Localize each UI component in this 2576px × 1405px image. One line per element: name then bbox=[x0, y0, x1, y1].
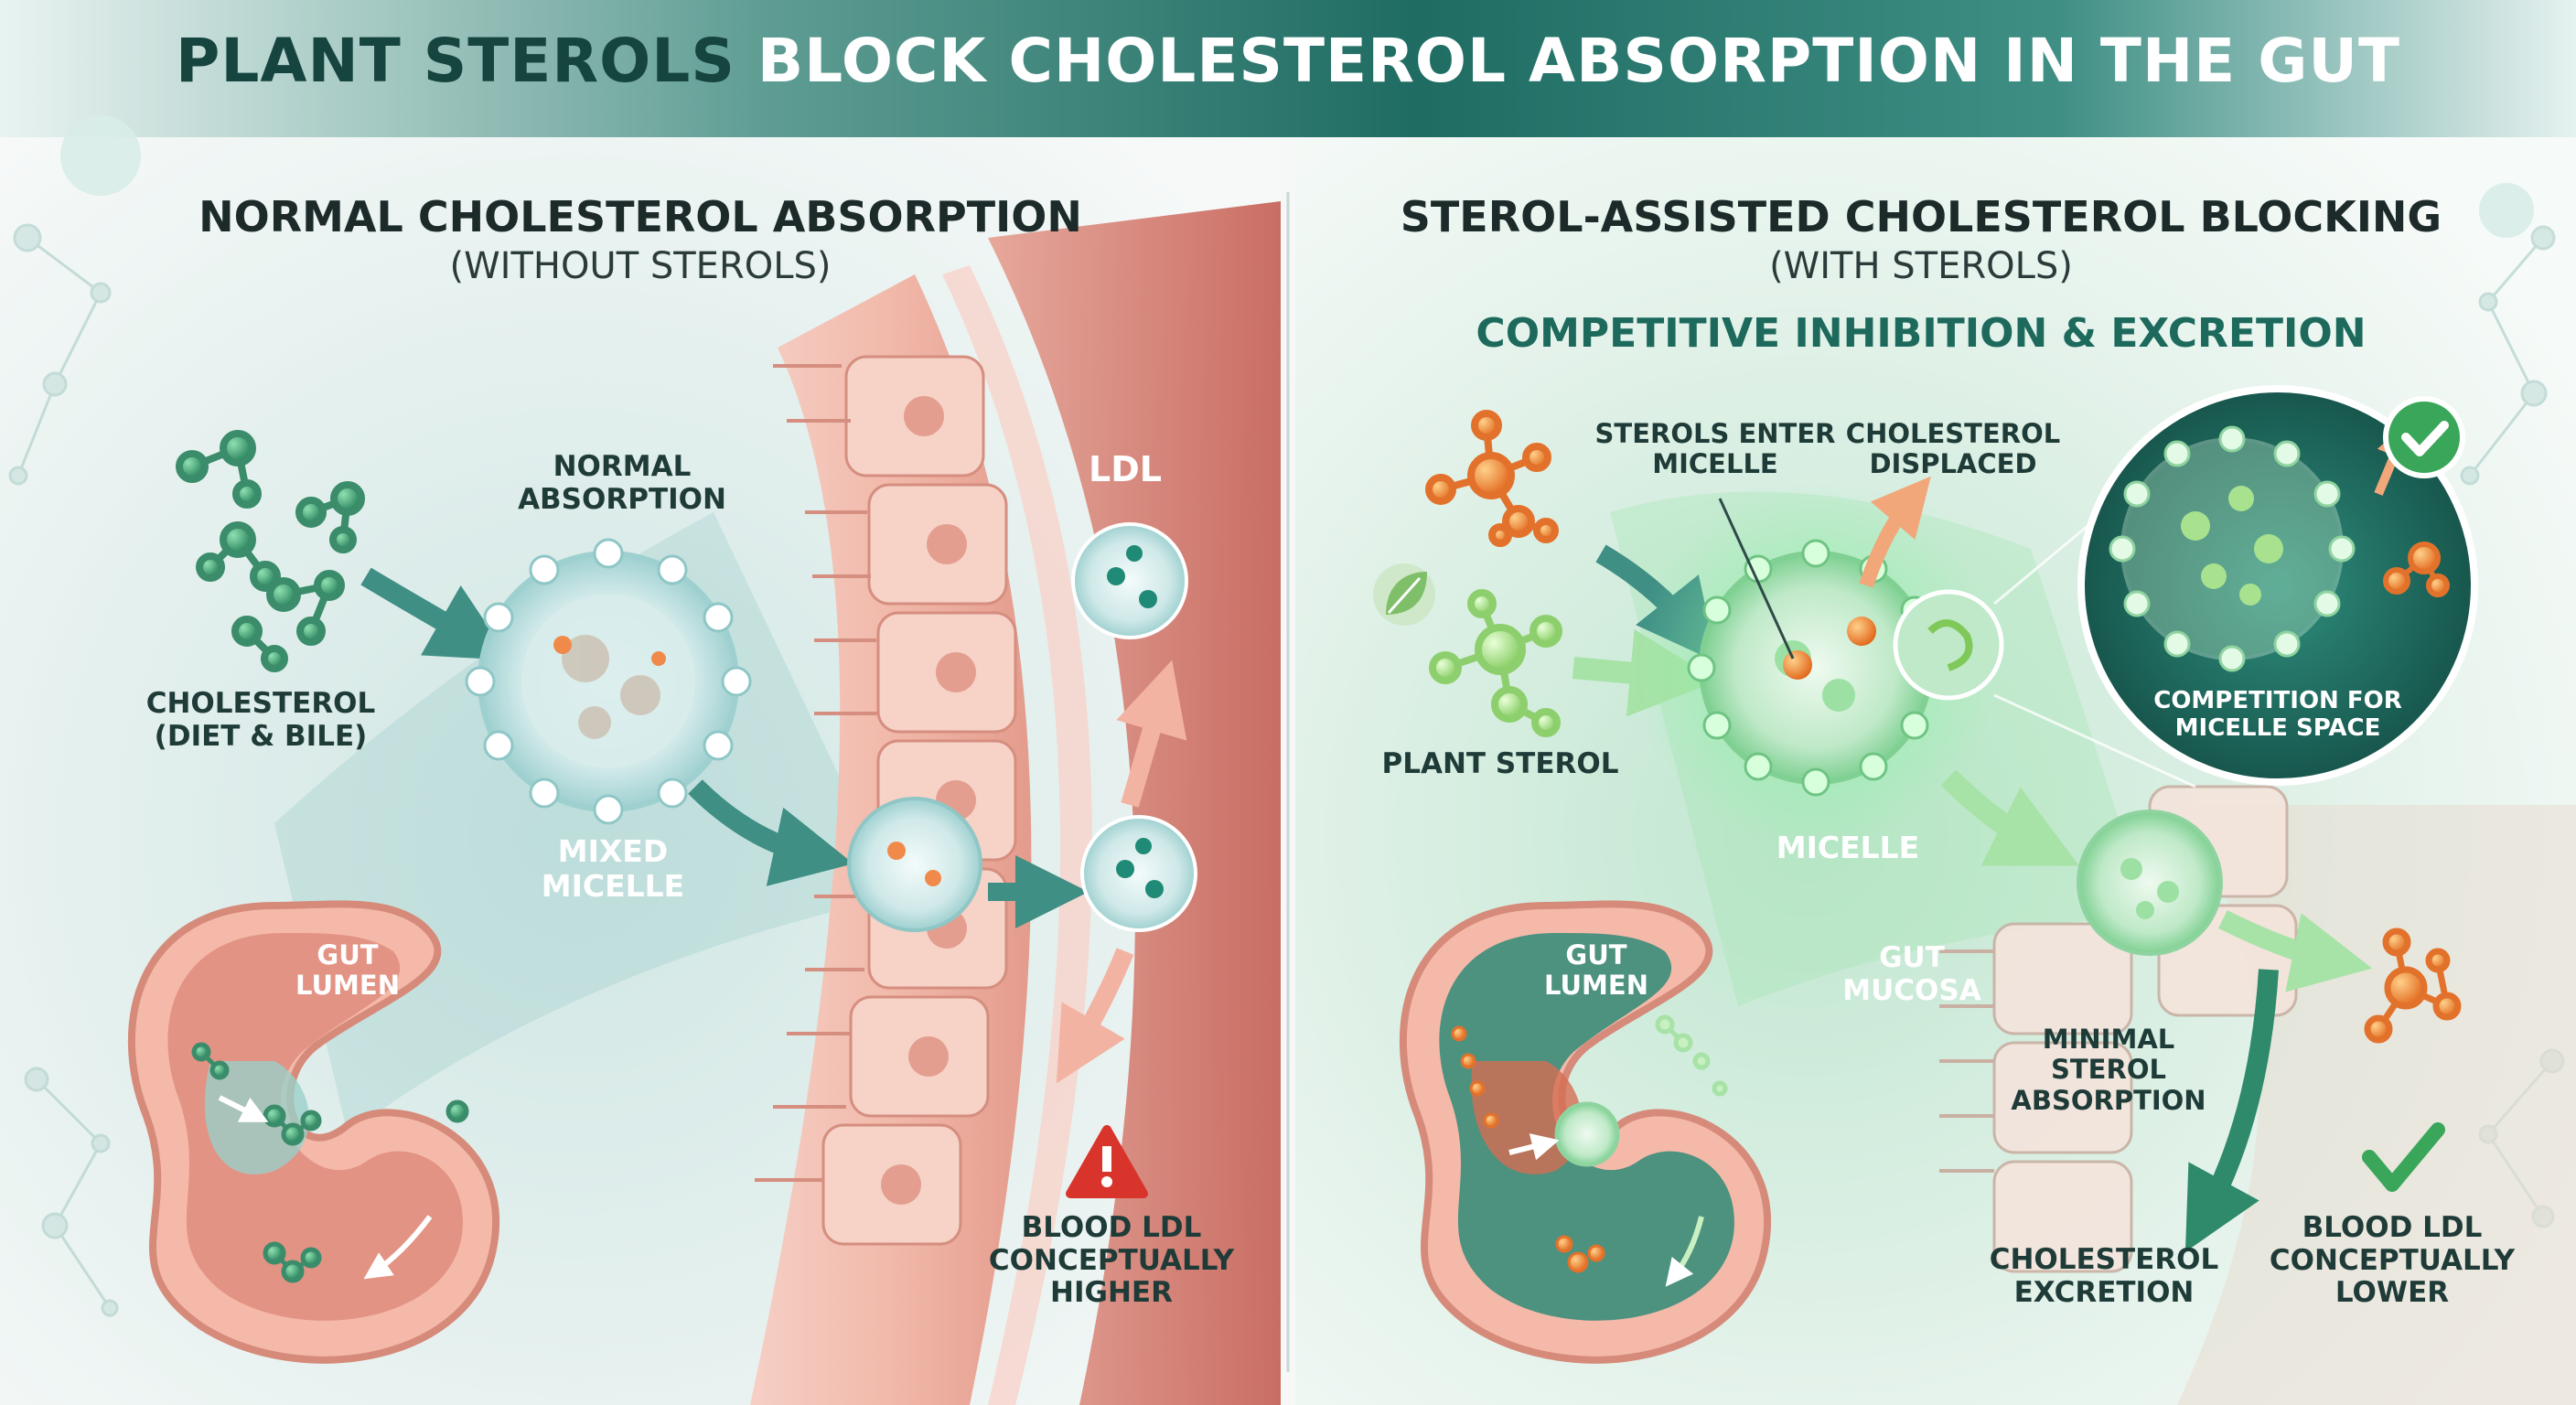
label-ldl: LDL bbox=[1089, 449, 1162, 489]
left-panel-title: NORMAL CHOLESTEROL ABSORPTION (WITHOUT S… bbox=[183, 192, 1098, 287]
label-cholesterol-source: CHOLESTEROL(DIET & BILE) bbox=[145, 687, 376, 753]
zoom-circle bbox=[2077, 385, 2478, 786]
title-part-1: PLANT STEROLS bbox=[175, 26, 757, 96]
check-icon bbox=[2383, 396, 2465, 478]
gut-lumen-loop-right bbox=[1399, 900, 1771, 1364]
ldl-particles bbox=[1071, 522, 1197, 932]
right-tagline: COMPETITIVE INHIBITION & EXCRETION bbox=[1476, 310, 2367, 357]
title-banner bbox=[0, 0, 2576, 137]
sterol-molecules-top bbox=[1425, 410, 1559, 547]
warning-icon bbox=[1066, 1125, 1148, 1198]
mixed-micelle bbox=[465, 538, 752, 825]
title-part-2: BLOCK CHOLESTEROL ABSORPTION IN THE GUT bbox=[757, 26, 2401, 96]
left-heading: NORMAL CHOLESTEROL ABSORPTION bbox=[199, 192, 1082, 241]
label-micelle: MICELLE bbox=[1776, 830, 1920, 865]
page-title: PLANT STEROLS BLOCK CHOLESTEROL ABSORPTI… bbox=[0, 26, 2576, 96]
left-subheading: (WITHOUT STEROLS) bbox=[449, 245, 832, 287]
right-subheading: (WITH STEROLS) bbox=[1769, 245, 2073, 287]
check-icon-lower bbox=[2362, 1122, 2445, 1192]
label-plant-sterol: PLANT STEROL bbox=[1381, 747, 1619, 780]
right-heading: STEROL-ASSISTED CHOLESTEROL BLOCKING bbox=[1400, 192, 2442, 241]
plant-sterol-molecule bbox=[1429, 589, 1562, 737]
leaf-icon bbox=[1373, 563, 1435, 626]
gut-lumen-loop-left bbox=[127, 900, 499, 1364]
right-panel-title: STEROL-ASSISTED CHOLESTEROL BLOCKING (WI… bbox=[1345, 192, 2497, 287]
cholesterol-molecules bbox=[176, 430, 365, 672]
